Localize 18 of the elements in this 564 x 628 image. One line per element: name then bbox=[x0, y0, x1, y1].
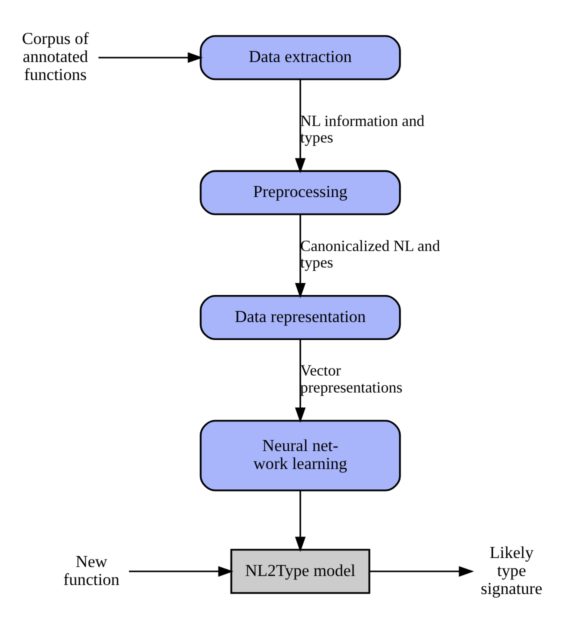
node-box: Preprocessing bbox=[200, 170, 401, 215]
arrow bbox=[295, 490, 306, 552]
arrow bbox=[295, 214, 306, 298]
node-text: Likely type signature bbox=[480, 542, 542, 598]
arrow bbox=[128, 566, 234, 576]
edge-label: Canonicalized NL and types bbox=[300, 237, 440, 272]
node-box: Neural net- work learning bbox=[200, 419, 401, 491]
edge-label: Vector prepresentations bbox=[300, 362, 403, 396]
arrow bbox=[98, 52, 203, 62]
edge-label: NL information and types bbox=[300, 112, 424, 146]
node-box: Data representation bbox=[200, 294, 401, 340]
node-box: NL2Type model bbox=[230, 548, 370, 594]
node-text: Corpus of annotated functions bbox=[22, 28, 89, 84]
arrow bbox=[295, 79, 306, 173]
arrow bbox=[370, 566, 474, 576]
node-box: Data extraction bbox=[200, 34, 401, 80]
node-text: New function bbox=[63, 551, 120, 588]
arrow bbox=[295, 338, 306, 422]
